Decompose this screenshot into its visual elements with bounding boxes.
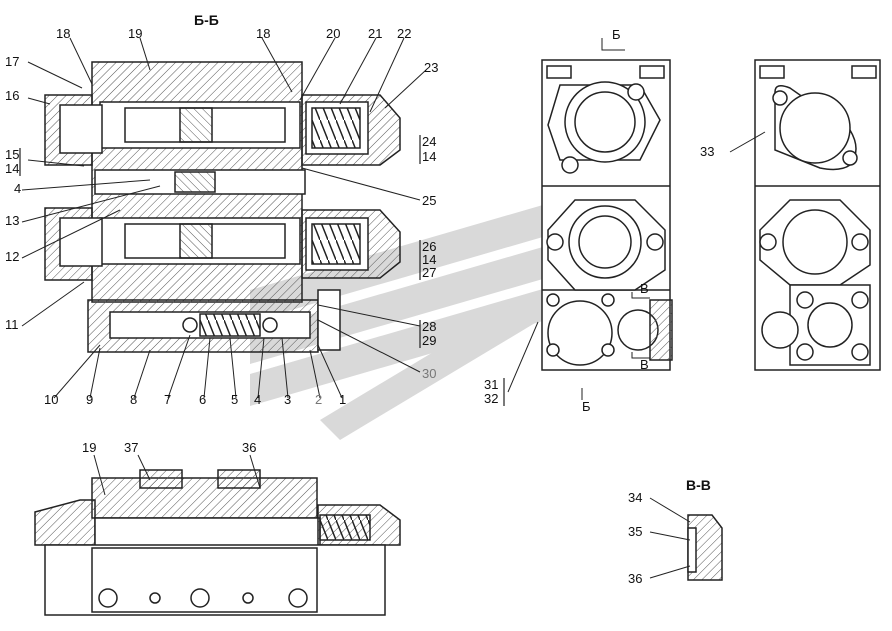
- callout-12: 12: [5, 249, 20, 264]
- callout-7: 7: [164, 392, 172, 407]
- callout-27: 27: [422, 265, 437, 280]
- bottom-view: [34, 469, 401, 616]
- section-title-vv: В-В: [686, 477, 711, 493]
- callout-8: 8: [130, 392, 138, 407]
- leader-lines: [21, 37, 766, 579]
- callout-14c: 14: [422, 252, 437, 267]
- callout-29: 29: [422, 333, 437, 348]
- section-vv-view: [687, 514, 723, 581]
- callout-11: 11: [5, 317, 19, 332]
- callout-15: 15: [5, 147, 20, 162]
- callout-35: 35: [628, 524, 643, 539]
- callout-36a: 36: [242, 440, 257, 455]
- callout-1: 1: [339, 392, 347, 407]
- callout-17: 17: [5, 54, 20, 69]
- callout-19b: 19: [82, 440, 97, 455]
- callout-33: 33: [700, 144, 715, 159]
- callout-25: 25: [422, 193, 437, 208]
- callout-5: 5: [231, 392, 239, 407]
- side-view-1: [541, 59, 673, 371]
- callout-13: 13: [5, 213, 20, 228]
- callout-18b: 18: [256, 26, 271, 41]
- callout-14b: 14: [422, 149, 437, 164]
- callout-3: 3: [284, 392, 292, 407]
- callout-37: 37: [124, 440, 139, 455]
- callout-14a: 14: [5, 161, 20, 176]
- side-view-2: [754, 59, 881, 371]
- callout-4b: 4: [14, 181, 22, 196]
- callout-2: 2: [315, 392, 323, 407]
- callout-4: 4: [254, 392, 262, 407]
- callout-34: 34: [628, 490, 643, 505]
- callout-23: 23: [424, 60, 439, 75]
- callout-22: 22: [397, 26, 412, 41]
- marker-v-top: В: [640, 281, 649, 296]
- marker-b-bottom: Б: [582, 399, 591, 414]
- callout-20: 20: [326, 26, 341, 41]
- callout-19a: 19: [128, 26, 143, 41]
- callout-32: 32: [484, 391, 499, 406]
- marker-v-bottom: В: [640, 357, 649, 372]
- callout-31: 31: [484, 377, 499, 392]
- callout-16: 16: [5, 88, 20, 103]
- callout-36b: 36: [628, 571, 643, 586]
- callout-9: 9: [86, 392, 94, 407]
- callout-30: 30: [422, 366, 437, 381]
- callout-21: 21: [368, 26, 383, 41]
- callout-28: 28: [422, 319, 437, 334]
- marker-b-top: Б: [612, 27, 621, 42]
- callout-6: 6: [199, 392, 207, 407]
- callout-24: 24: [422, 134, 437, 149]
- callout-18a: 18: [56, 26, 71, 41]
- callout-26: 26: [422, 239, 437, 254]
- section-title-bb: Б-Б: [194, 12, 219, 28]
- callout-10: 10: [44, 392, 59, 407]
